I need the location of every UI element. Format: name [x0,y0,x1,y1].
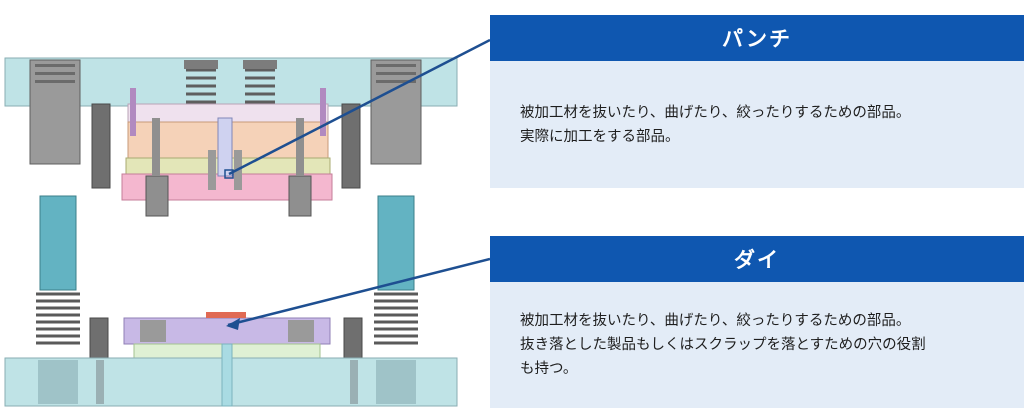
die-description: 被加工材を抜いたり、曲げたり、絞ったりするための部品。 抜き落とした製品もしくは… [490,282,1024,408]
upper-right-bushing [370,59,422,165]
die-hole [221,343,233,407]
punch [217,117,233,177]
workpiece [206,312,246,318]
upper-springs [186,68,275,112]
die-info-card: ダイ 被加工材を抜いたり、曲げたり、絞ったりするための部品。 抜き落とした製品も… [490,236,1024,408]
punch-description-line: 実際に加工をする部品。 [520,128,680,145]
press-die-illustration [4,38,490,407]
die-description-line: も持つ。 [520,361,578,377]
lower-right-guide-post [377,195,415,291]
punch-title: パンチ [490,15,1024,61]
lower-left-guide-post [39,195,77,291]
die-description-line: 抜き落とした製品もしくはスクラップを落とすための穴の役割 [520,337,926,353]
punch-description-line: 被加工材を抜いたり、曲げたり、絞ったりするための部品。 [520,104,911,121]
lower-springs [36,292,418,345]
die-title: ダイ [490,236,1024,282]
die-leader-line [227,257,490,327]
punch-description: 被加工材を抜いたり、曲げたり、絞ったりするための部品。 実際に加工をする部品。 [490,61,1024,188]
upper-left-bushing [29,59,81,165]
punch-info-card: パンチ 被加工材を抜いたり、曲げたり、絞ったりするための部品。 実際に加工をする… [490,15,1024,188]
die-description-line: 被加工材を抜いたり、曲げたり、絞ったりするための部品。 [520,313,911,329]
punch-leader-line [228,38,490,176]
